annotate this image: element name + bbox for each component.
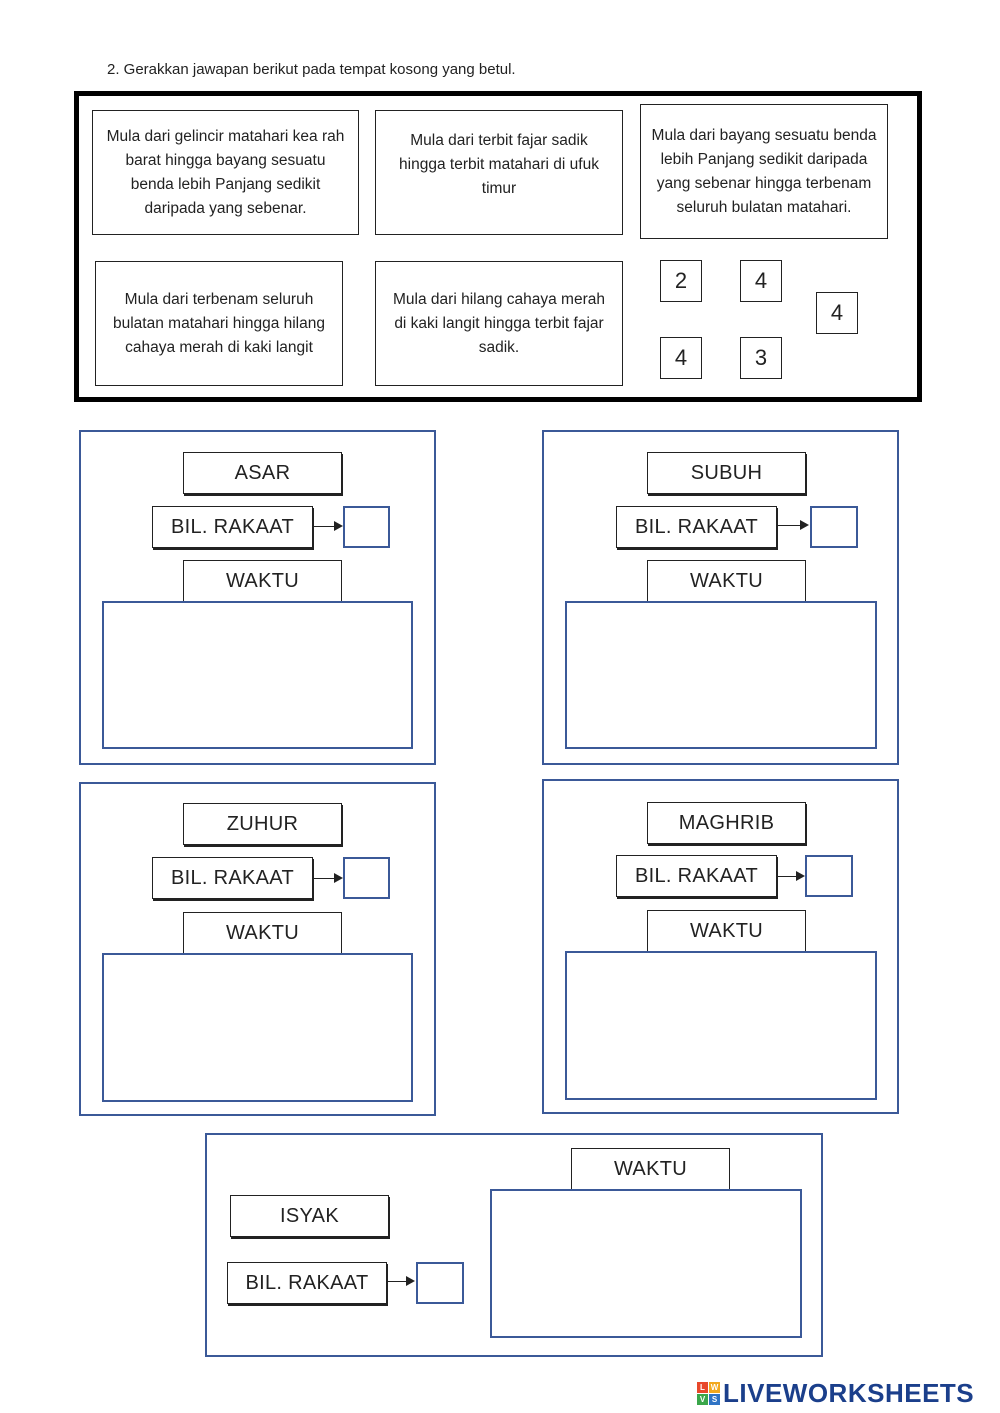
isyak-waktu-label: WAKTU — [571, 1148, 730, 1190]
isyak-rakaat-label: BIL. RAKAAT — [227, 1262, 387, 1304]
zuhur-rakaat-drop-slot[interactable] — [343, 857, 390, 899]
arrow-right-icon — [334, 873, 343, 883]
isyak-waktu-drop-slot[interactable] — [490, 1189, 802, 1338]
asar-rakaat-label: BIL. RAKAAT — [152, 506, 313, 548]
answer-bank — [74, 91, 922, 402]
arrow-line — [313, 526, 335, 527]
liveworksheets-logo: L W V S LIVEWORKSHEETS — [697, 1378, 974, 1409]
mark-letter: L — [697, 1382, 708, 1393]
answer-option-subuh-time[interactable]: Mula dari terbit fajar sadik hingga terb… — [375, 110, 623, 235]
maghrib-rakaat-drop-slot[interactable] — [805, 855, 853, 897]
liveworksheets-mark-icon: L W V S — [697, 1382, 720, 1405]
subuh-rakaat-label: BIL. RAKAAT — [616, 506, 777, 548]
subuh-title: SUBUH — [647, 452, 806, 494]
arrow-line — [777, 876, 797, 877]
arrow-line — [387, 1281, 407, 1282]
maghrib-waktu-drop-slot[interactable] — [565, 951, 877, 1100]
asar-waktu-label: WAKTU — [183, 560, 342, 602]
subuh-rakaat-drop-slot[interactable] — [810, 506, 858, 548]
mark-letter: V — [697, 1394, 708, 1405]
answer-option-subuh-start[interactable]: Mula dari hilang cahaya merah di kaki la… — [375, 261, 623, 386]
asar-rakaat-drop-slot[interactable] — [343, 506, 390, 548]
mark-letter: S — [709, 1394, 720, 1405]
arrow-line — [777, 525, 801, 526]
subuh-waktu-label: WAKTU — [647, 560, 806, 602]
rakaat-number-tile[interactable]: 4 — [816, 292, 858, 334]
zuhur-waktu-drop-slot[interactable] — [102, 953, 413, 1102]
arrow-right-icon — [800, 520, 809, 530]
brand-text: LIVEWORKSHEETS — [723, 1378, 975, 1408]
rakaat-number-tile[interactable]: 4 — [740, 260, 782, 302]
isyak-rakaat-drop-slot[interactable] — [416, 1262, 464, 1304]
subuh-waktu-drop-slot[interactable] — [565, 601, 877, 749]
maghrib-waktu-label: WAKTU — [647, 910, 806, 952]
arrow-right-icon — [334, 521, 343, 531]
mark-letter: W — [709, 1382, 720, 1393]
arrow-right-icon — [406, 1276, 415, 1286]
instruction-text: 2. Gerakkan jawapan berikut pada tempat … — [107, 61, 516, 78]
isyak-title: ISYAK — [230, 1195, 389, 1237]
zuhur-rakaat-label: BIL. RAKAAT — [152, 857, 313, 899]
arrow-line — [313, 878, 335, 879]
arrow-right-icon — [796, 871, 805, 881]
rakaat-number-tile[interactable]: 2 — [660, 260, 702, 302]
rakaat-number-tile[interactable]: 3 — [740, 337, 782, 379]
maghrib-title: MAGHRIB — [647, 802, 806, 844]
answer-option-maghrib-time[interactable]: Mula dari bayang sesuatu benda lebih Pan… — [640, 104, 888, 239]
rakaat-number-tile[interactable]: 4 — [660, 337, 702, 379]
answer-option-asar-time[interactable]: Mula dari gelincir matahari kea rah bara… — [92, 110, 359, 235]
zuhur-title: ZUHUR — [183, 803, 342, 845]
answer-option-isyak-time[interactable]: Mula dari terbenam seluruh bulatan matah… — [95, 261, 343, 386]
maghrib-rakaat-label: BIL. RAKAAT — [616, 855, 777, 897]
zuhur-waktu-label: WAKTU — [183, 912, 342, 954]
asar-title: ASAR — [183, 452, 342, 494]
asar-waktu-drop-slot[interactable] — [102, 601, 413, 749]
